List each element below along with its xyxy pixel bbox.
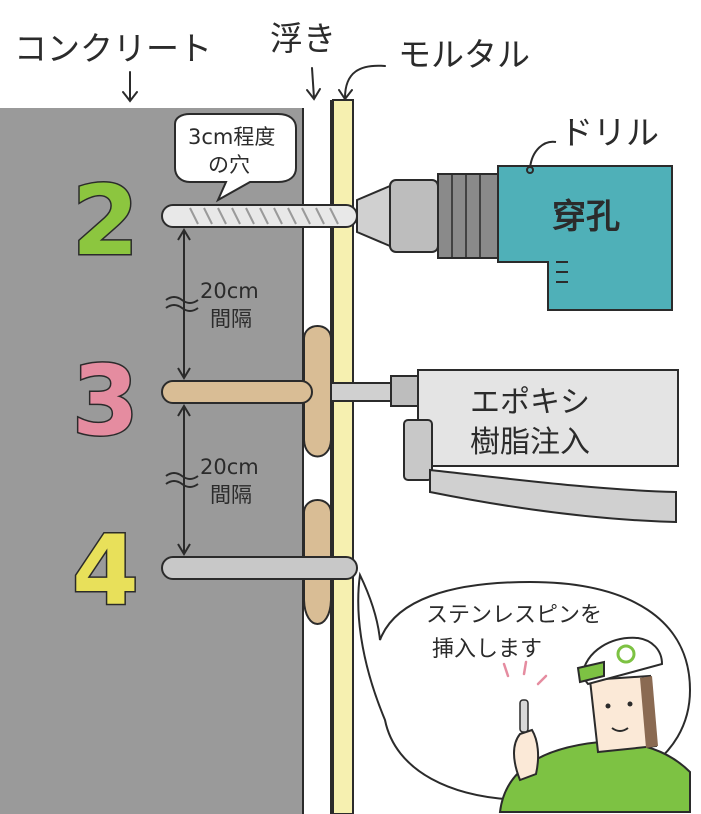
concrete-label: コンクリート — [14, 29, 212, 68]
float-label: 浮き — [270, 19, 336, 58]
worker-hair — [640, 676, 658, 748]
stainless-pin — [161, 556, 358, 580]
break-mark-1 — [165, 296, 199, 312]
injector-body — [417, 369, 679, 467]
drill-body — [497, 165, 673, 311]
float-arrow — [306, 67, 321, 101]
cap-logo-icon — [616, 644, 636, 664]
worker-hand — [513, 728, 540, 782]
speech-line2: 挿入します — [432, 637, 542, 662]
step-2-label: 穿孔 — [552, 197, 620, 237]
worker-eye-left — [605, 703, 611, 709]
injector-handle — [429, 468, 677, 524]
step-3-label-line1: エポキシ — [470, 385, 590, 420]
spacing-1-value: 20cm — [200, 279, 259, 303]
spacing-2-value: 20cm — [200, 455, 259, 479]
spacing-1-word: 間隔 — [210, 307, 252, 331]
resin-channel — [161, 380, 313, 404]
mortar-arrow — [338, 64, 386, 101]
worker-smile — [611, 727, 629, 732]
hole-note-line2: の穴 — [208, 153, 250, 177]
resin-injector: エポキシ 樹脂注入 — [390, 369, 679, 524]
speech-line1: ステンレスピンを — [426, 603, 602, 628]
drill-collar — [437, 173, 499, 259]
drill-leader — [529, 140, 557, 169]
drill-chuck — [389, 179, 439, 253]
drill-vent — [556, 261, 568, 283]
label-arrows — [122, 64, 386, 103]
break-mark-2 — [165, 472, 199, 488]
step-number-3: 3 — [72, 345, 139, 457]
step-number-4: 4 — [72, 515, 139, 627]
spacing-2-word: 間隔 — [210, 483, 252, 507]
worker-cap-brim — [576, 660, 605, 684]
spacing-dimensions — [165, 228, 199, 556]
held-pin-icon — [519, 699, 529, 733]
injector-nozzle — [330, 382, 392, 402]
drill-bit-threads — [189, 207, 339, 225]
mortar-label: モルタル — [398, 35, 530, 74]
worker-eye-right — [627, 701, 633, 707]
worker-character — [498, 636, 691, 813]
drill: 穿孔 — [356, 165, 673, 311]
drill-chuck-tip — [356, 184, 391, 248]
step-number-2: 2 — [72, 165, 139, 277]
hole-callout — [174, 113, 297, 203]
mortar-layer — [332, 99, 354, 814]
injector-lever — [403, 419, 433, 481]
drill-label: ドリル — [560, 113, 659, 152]
hole-note-line1: 3cm程度 — [188, 125, 275, 149]
step-3-label-line2: 樹脂注入 — [470, 425, 590, 460]
sparkle-icon — [502, 660, 548, 686]
concrete-arrow — [122, 71, 138, 103]
resin-blob — [303, 325, 332, 458]
